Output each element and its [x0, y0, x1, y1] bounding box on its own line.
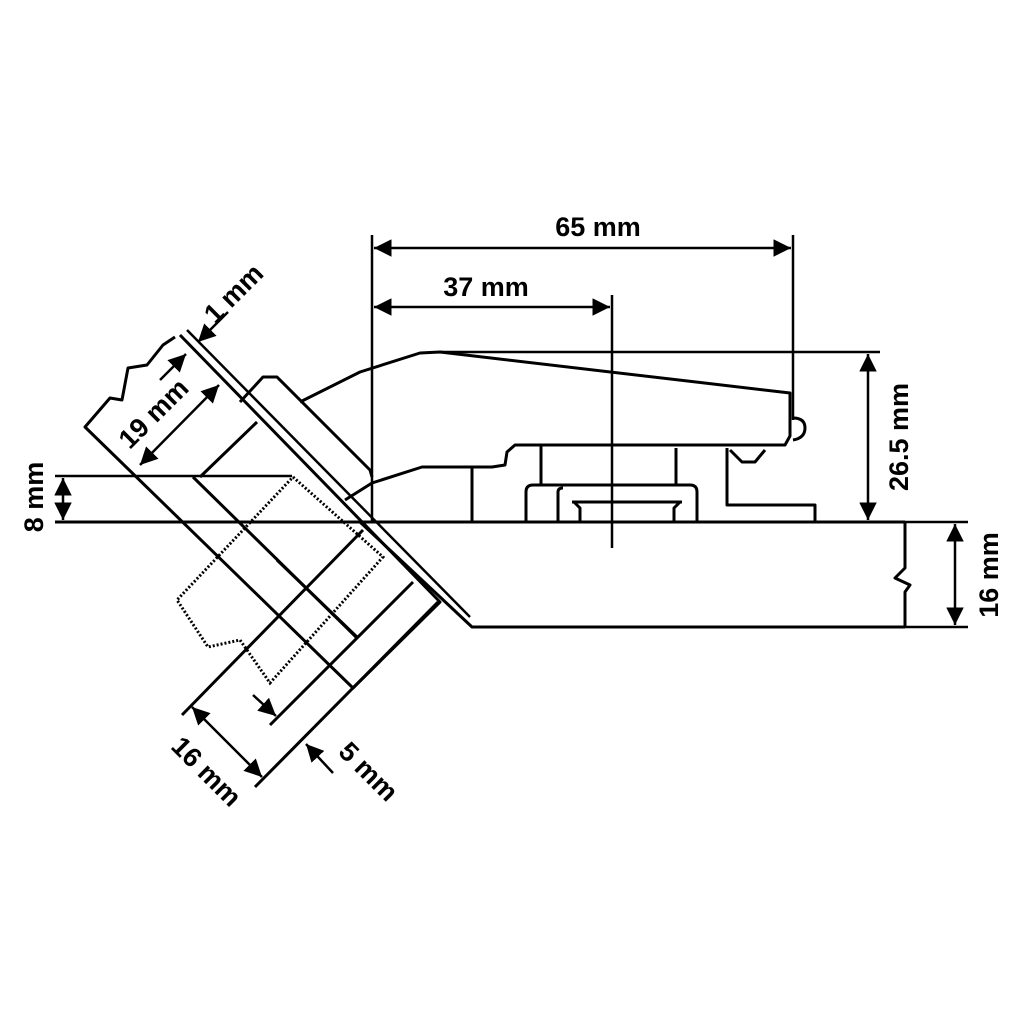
dim-8: 8 mm: [19, 462, 72, 533]
label-5mm: 5 mm: [333, 736, 404, 807]
label-26-5mm: 26.5 mm: [884, 383, 914, 491]
door-panel: [83, 329, 471, 789]
label-16mm-cup: 16 mm: [166, 731, 248, 813]
mounting-plate: [470, 445, 817, 522]
label-65mm: 65 mm: [555, 212, 641, 242]
dim-65: 65 mm: [370, 212, 795, 522]
label-1mm: 1 mm: [198, 258, 269, 329]
cabinet-panel: [55, 474, 912, 629]
hinge-arm: [299, 350, 807, 502]
label-8mm: 8 mm: [19, 462, 49, 533]
dim-16-panel: 16 mm: [905, 520, 1004, 629]
dim-19: 19 mm: [113, 373, 220, 466]
dim-16-cup: 16 mm: [166, 706, 263, 813]
label-37mm: 37 mm: [443, 272, 529, 302]
dim-37: 37 mm: [374, 272, 614, 548]
label-16mm-panel: 16 mm: [974, 532, 1004, 618]
hinge-cup: [175, 375, 386, 686]
dim-1: 1 mm: [159, 258, 269, 381]
dim-26-5: 26.5 mm: [440, 350, 914, 520]
